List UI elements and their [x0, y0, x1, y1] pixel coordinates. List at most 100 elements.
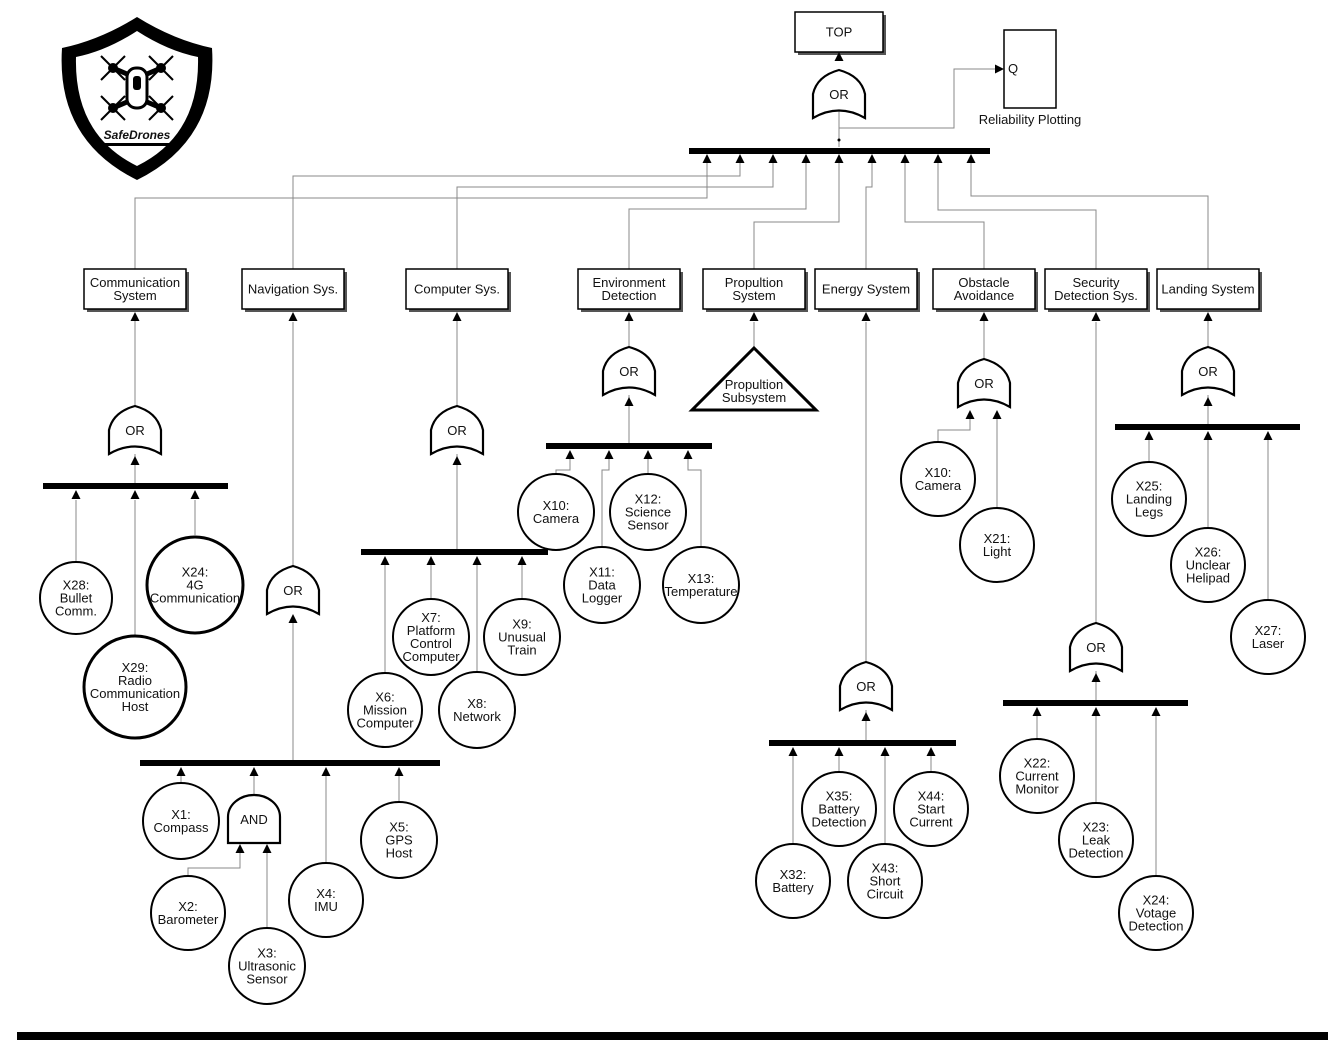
- basic-event-x22-label-line: Monitor: [1015, 782, 1059, 797]
- subsystem-gate-5: [838, 660, 894, 712]
- event-arrow: [394, 767, 404, 776]
- basic-event-x28-label-line: X28:: [63, 578, 90, 593]
- gate7-arrow: [1091, 673, 1101, 682]
- basic-event-x28: [39, 561, 113, 635]
- basic-event-x4: [288, 862, 364, 938]
- basic-event-x9-label-line: Train: [507, 643, 536, 658]
- event-arrow: [1151, 707, 1161, 716]
- basic-event-x8: [438, 671, 516, 749]
- event-arrow: [926, 747, 936, 756]
- subsystem-connector-6: [904, 163, 985, 269]
- basic-event-x4-label-line: X4:: [316, 886, 336, 901]
- subsystem-gate-3: [601, 345, 657, 397]
- basic-event-x21-label-line: Light: [983, 544, 1012, 559]
- subsystem-gate-0-label: OR: [125, 423, 145, 438]
- basic-event-x25-label-line: Legs: [1135, 505, 1164, 520]
- gate8-arrow: [1203, 397, 1213, 406]
- basic-event-x1-label: X1:Compass: [154, 807, 209, 835]
- subsystem-gate-1-label: OR: [283, 583, 303, 598]
- basic-event-x1-label-line: Compass: [154, 820, 209, 835]
- basic-event-x3: [228, 927, 306, 1005]
- basic-event-x23-label-line: Detection: [1069, 846, 1124, 861]
- subsystem-box-6-label-line: Obstacle: [958, 275, 1009, 290]
- basic-event-x5-label-line: X5:: [389, 820, 409, 835]
- basic-event-x24b: [1118, 875, 1194, 951]
- subsystem-gate-5-label: OR: [856, 679, 876, 694]
- logo-text: SafeDrones: [104, 128, 171, 142]
- event-arrow: [1263, 431, 1273, 440]
- basic-event-x12-label-line: Sensor: [627, 518, 669, 533]
- bus-arrow-0: [702, 154, 712, 163]
- basic-event-x1-label-line: X1:: [171, 807, 191, 822]
- subsystem-box-0-label-line: System: [113, 288, 156, 303]
- basic-event-x44-label-line: Current: [909, 815, 953, 830]
- basic-event-x23-label-line: Leak: [1082, 833, 1111, 848]
- basic-event-x6-label-line: Mission: [363, 703, 407, 718]
- basic-event-x43-label-line: X43:: [872, 861, 899, 876]
- top-arrow: [834, 52, 844, 61]
- basic-event-x8-label: X8:Network: [453, 696, 501, 724]
- subsystem-box-8-label: Landing System: [1161, 282, 1254, 297]
- basic-event-x26-label-line: Unclear: [1186, 558, 1231, 573]
- plot-connector: [839, 68, 1000, 129]
- gate3-arrow: [624, 397, 634, 406]
- event-line: [937, 411, 971, 442]
- subsystem-gate-0: [107, 404, 163, 456]
- bus-arrow-8: [966, 154, 976, 163]
- event-arrow: [176, 767, 186, 776]
- basic-event-x24b-label-line: Votage: [1136, 906, 1177, 921]
- subsystem-box-6: [932, 268, 1036, 310]
- and-gate-label: AND: [240, 812, 267, 827]
- basic-event-x10b-label: X10:Camera: [915, 465, 962, 493]
- basic-event-x44-label-line: X44:: [918, 789, 945, 804]
- basic-event-x21: [959, 507, 1035, 583]
- top-event-box-label-line: TOP: [826, 25, 853, 40]
- subsystem-box-8: [1156, 268, 1260, 310]
- basic-event-x24a-label-line: 4G: [186, 578, 203, 593]
- subsystem-box-0-label-line: Communication: [90, 275, 180, 290]
- basic-event-x12: [609, 473, 687, 551]
- subsystem-gate-2-label: OR: [447, 423, 467, 438]
- event-arrow: [426, 556, 436, 565]
- drone-core-icon: [133, 76, 141, 90]
- basic-event-x5: [360, 801, 438, 879]
- basic-event-x6-label-line: Computer: [356, 716, 414, 731]
- box-arrow-5: [861, 312, 871, 321]
- plot-port-label: Q: [1008, 61, 1018, 76]
- bus-bar-2: [361, 549, 548, 555]
- transfer-label-line: Propultion: [725, 377, 784, 392]
- event-arrow: [604, 450, 614, 459]
- plot-block: [1003, 29, 1057, 109]
- basic-event-x2-label-line: X2:: [178, 899, 198, 914]
- event-arrow: [1091, 707, 1101, 716]
- basic-event-x22-label-line: X22:: [1024, 756, 1051, 771]
- event-arrow: [321, 767, 331, 776]
- plot-caption: Reliability Plotting: [979, 112, 1082, 127]
- basic-event-x25-label-line: X25:: [1136, 479, 1163, 494]
- basic-event-x26-label-line: X26:: [1195, 545, 1222, 560]
- transfer-triangle: [688, 345, 820, 412]
- subsystem-gate-2: [429, 404, 485, 456]
- event-arrow: [472, 556, 482, 565]
- bus-bar-0: [43, 483, 228, 489]
- event-arrow: [249, 767, 259, 776]
- event-arrow: [517, 556, 527, 565]
- basic-event-x22: [999, 738, 1075, 814]
- subsystem-box-0: [83, 268, 187, 310]
- subsystem-box-5: [814, 268, 918, 310]
- drone-rotor-icon: [100, 95, 126, 121]
- subsystem-box-7-label-line: Security: [1073, 275, 1120, 290]
- basic-event-x32-label-line: Battery: [772, 880, 814, 895]
- basic-event-x7-label-line: X7:: [421, 610, 441, 625]
- bus-bar-3: [546, 443, 712, 449]
- subsystem-box-3-label-line: Detection: [602, 288, 657, 303]
- subsystem-box-2-label: Computer Sys.: [414, 282, 500, 297]
- bus-arrow-7: [933, 154, 943, 163]
- basic-event-x27-label: X27:Laser: [1252, 623, 1285, 651]
